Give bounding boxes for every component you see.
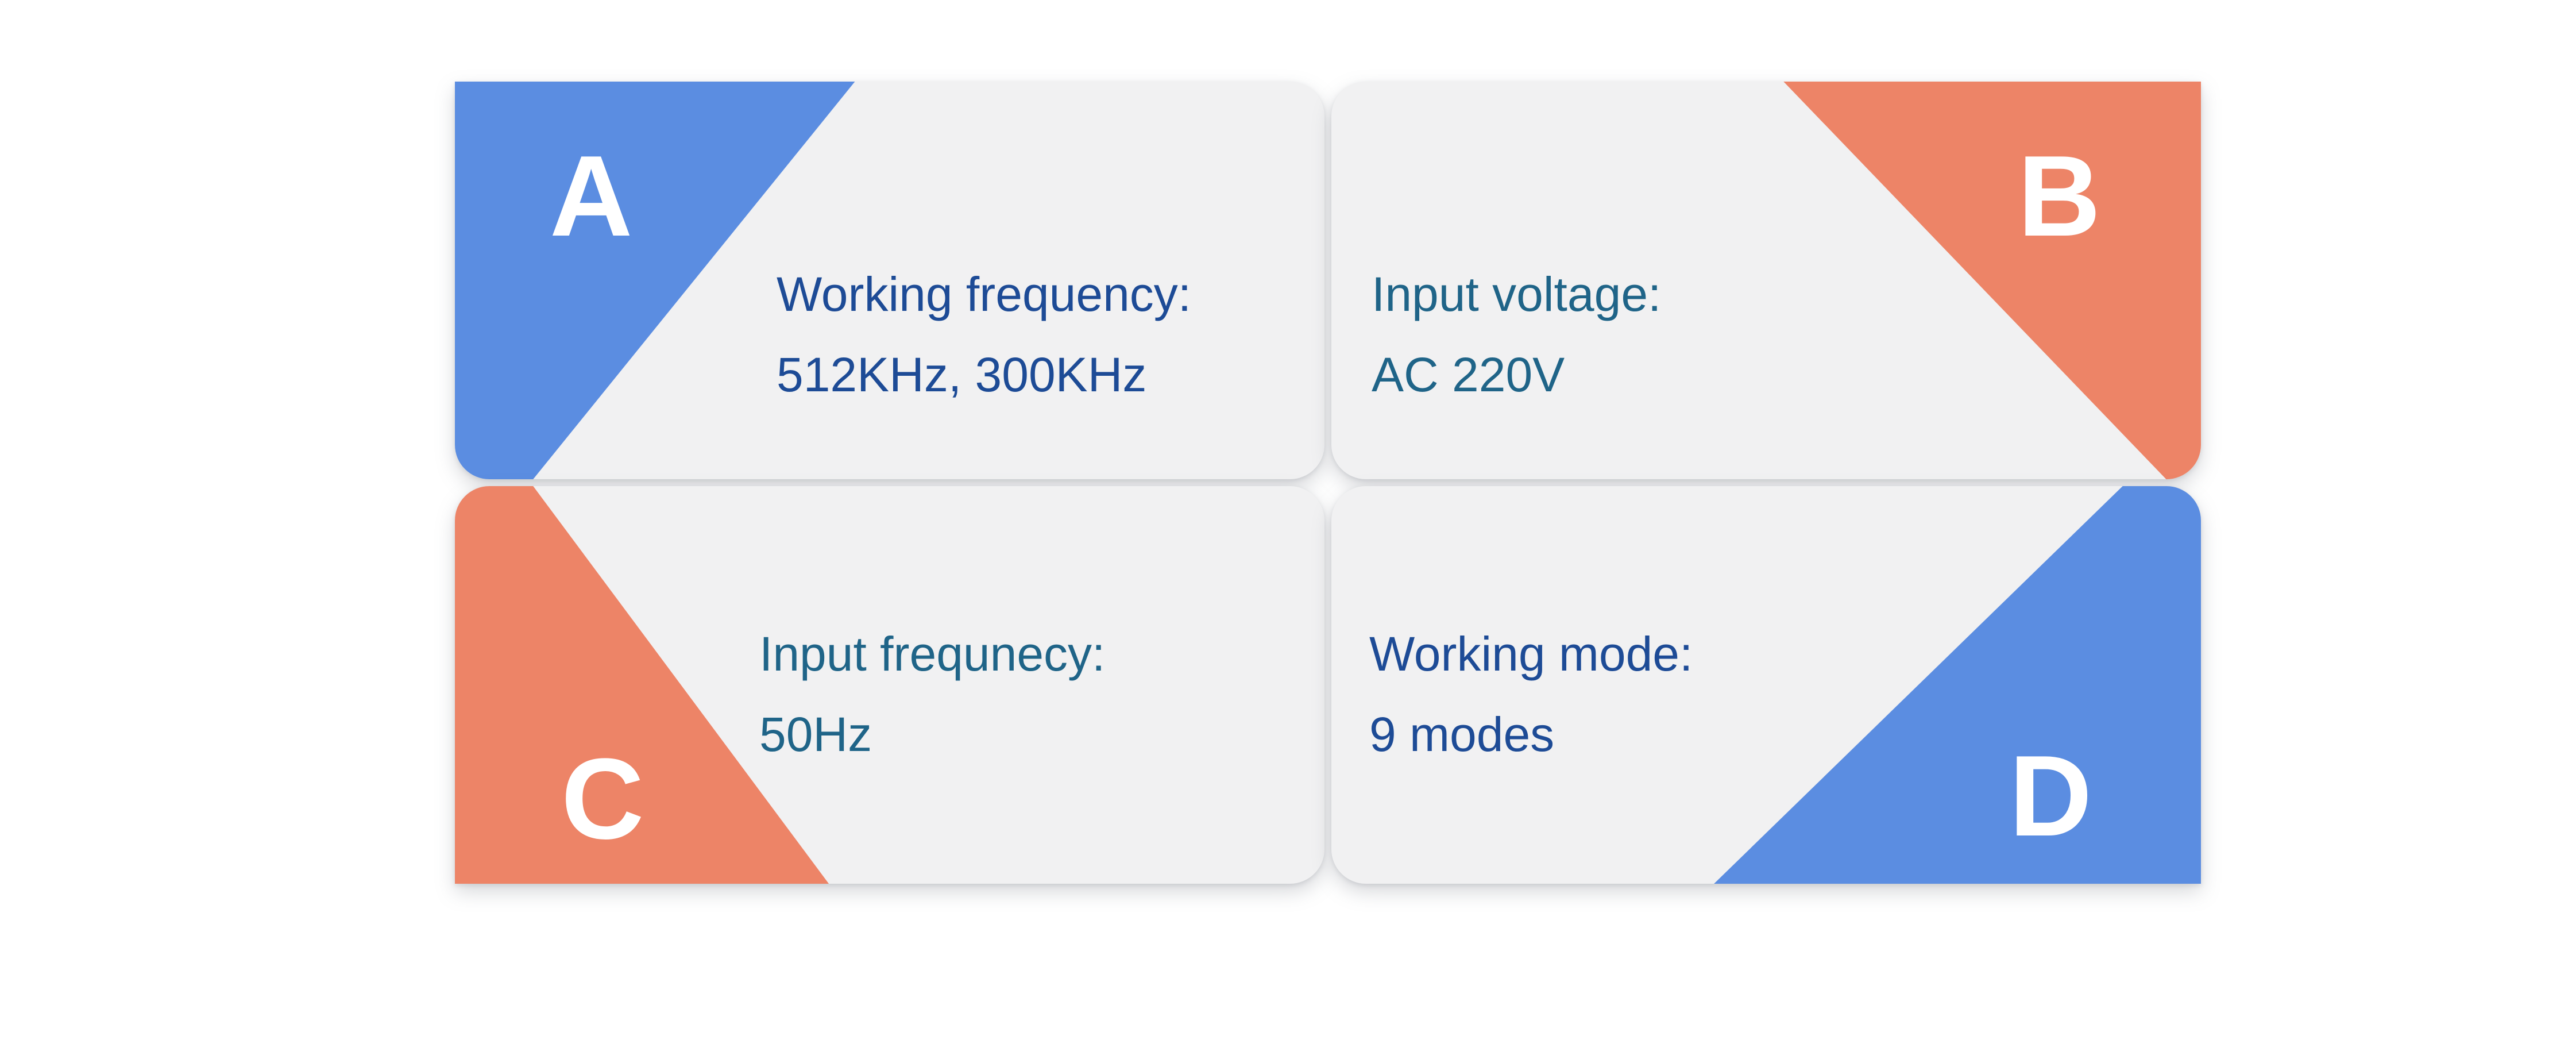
card-a: A Working frequency: 512KHz, 300KHz — [455, 82, 1324, 479]
card-letter-c: C — [561, 735, 644, 863]
spec-value: 512KHz, 300KHz — [777, 348, 1147, 402]
card-d: D Working mode: 9 modes — [1331, 486, 2201, 884]
spec-input-frequency: Input frequnecy: 50Hz — [759, 614, 1105, 775]
card-letter-d: D — [2009, 732, 2092, 860]
card-letter-b: B — [2018, 132, 2101, 260]
spec-label: Working mode: — [1369, 627, 1693, 681]
spec-label: Working frequency: — [777, 267, 1192, 321]
card-letter-a: A — [550, 132, 633, 260]
card-c: C Input frequnecy: 50Hz — [455, 486, 1324, 884]
spec-value: 9 modes — [1369, 707, 1555, 761]
spec-label: Input voltage: — [1372, 267, 1662, 321]
spec-quadrant-diagram: A Working frequency: 512KHz, 300KHz B In… — [455, 82, 2201, 884]
spec-working-mode: Working mode: 9 modes — [1369, 614, 1693, 775]
spec-value: 50Hz — [759, 707, 872, 761]
spec-working-frequency: Working frequency: 512KHz, 300KHz — [777, 254, 1191, 415]
spec-input-voltage: Input voltage: AC 220V — [1372, 254, 1661, 415]
card-b: B Input voltage: AC 220V — [1331, 82, 2201, 479]
spec-label: Input frequnecy: — [759, 627, 1106, 681]
spec-value: AC 220V — [1372, 348, 1565, 402]
